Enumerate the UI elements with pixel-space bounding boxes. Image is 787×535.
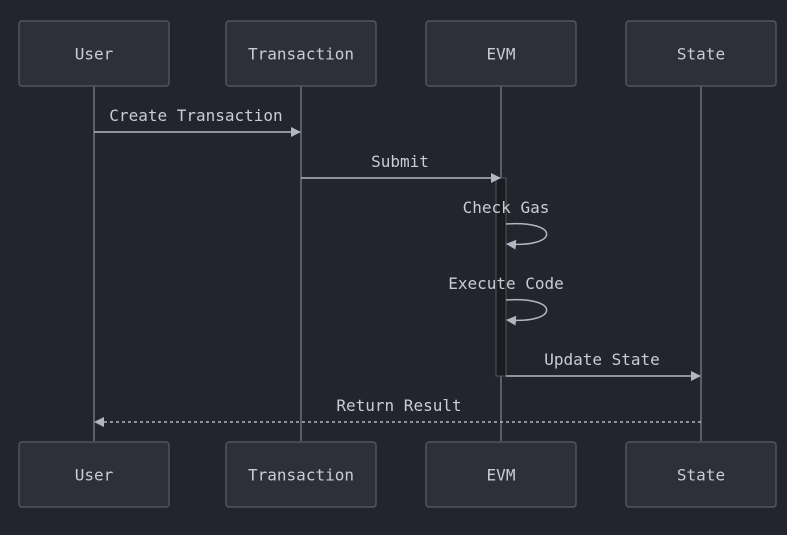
actor-evm-top: EVM [425, 20, 577, 87]
actor-user-top-label: User [75, 45, 114, 64]
actor-transaction-top-label: Transaction [248, 45, 354, 64]
actor-user-top: User [18, 20, 170, 87]
message-update-state-label: Update State [544, 350, 660, 369]
actor-evm-bottom: EVM [425, 441, 577, 508]
actor-state-bottom: State [625, 441, 777, 508]
message-return-result-label: Return Result [336, 396, 461, 415]
message-check-gas-loop [505, 222, 548, 250]
actor-user-bottom: User [18, 441, 170, 508]
message-create-transaction-label: Create Transaction [109, 106, 282, 125]
actor-state-bottom-label: State [677, 466, 725, 485]
actor-transaction-bottom-label: Transaction [248, 466, 354, 485]
actor-evm-bottom-label: EVM [487, 466, 516, 485]
message-submit-label: Submit [371, 152, 429, 171]
actor-user-bottom-label: User [75, 466, 114, 485]
actor-state-top-label: State [677, 45, 725, 64]
actor-state-top: State [625, 20, 777, 87]
actor-evm-top-label: EVM [487, 45, 516, 64]
actor-transaction-bottom: Transaction [225, 441, 377, 508]
evm-activation-bar [495, 177, 507, 377]
message-check-gas-label: Check Gas [463, 198, 550, 217]
actor-transaction-top: Transaction [225, 20, 377, 87]
message-execute-code-loop [505, 298, 548, 326]
message-execute-code-label: Execute Code [448, 274, 564, 293]
